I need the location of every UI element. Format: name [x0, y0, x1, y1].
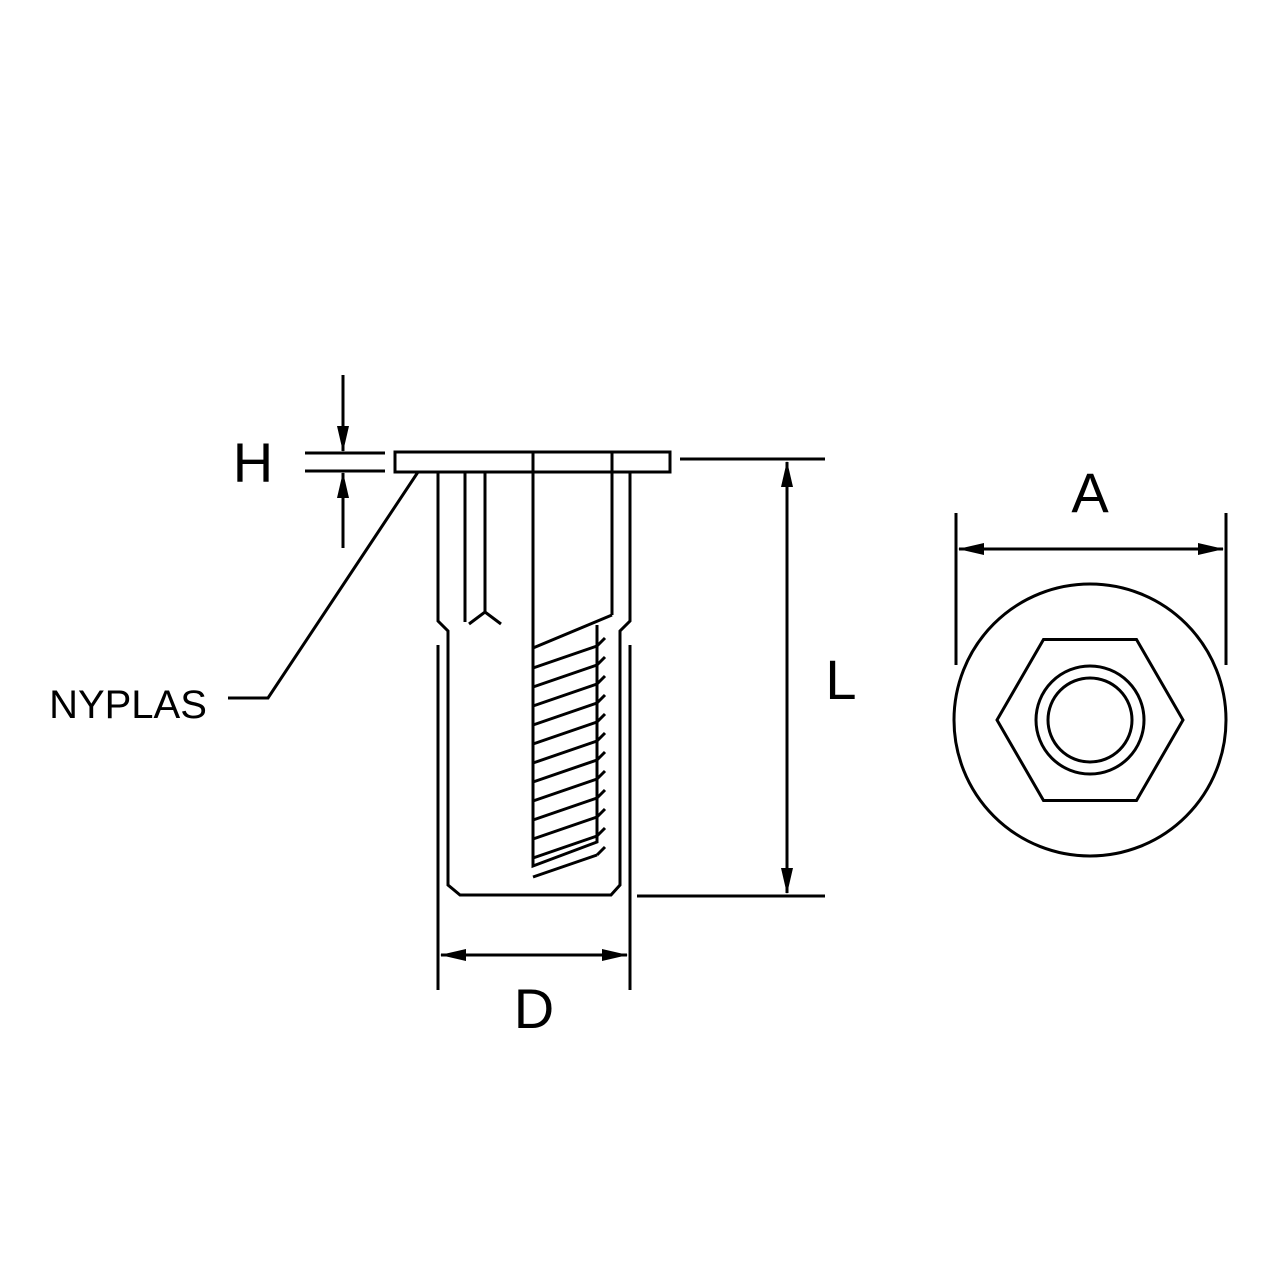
bore-outer-circle: [1034, 664, 1146, 776]
thread-line: [532, 758, 598, 784]
thread-crest: [595, 693, 607, 705]
drill-point: [468, 610, 502, 626]
thread-crest: [595, 769, 607, 781]
thread-crest: [595, 845, 607, 857]
bore-top: [531, 452, 614, 472]
dimension-l: L: [637, 457, 857, 898]
thread-crest: [595, 807, 607, 819]
bore-inner-circle: [1046, 676, 1134, 764]
label-h: H: [233, 431, 273, 494]
thread-lines: [532, 636, 607, 879]
thread-line: [532, 815, 598, 841]
material-leader-line: [228, 471, 420, 700]
material-callout: NYPLAS: [49, 471, 420, 727]
label-material: NYPLAS: [49, 683, 207, 727]
side-view: [393, 450, 672, 990]
dimension-d: D: [440, 949, 628, 1040]
thread-crest: [595, 674, 607, 686]
flange-circle: [952, 582, 1228, 858]
thread-crest: [595, 750, 607, 762]
hex-outline: [995, 638, 1185, 802]
dimension-a: A: [954, 461, 1228, 665]
thread-crest: [595, 826, 607, 838]
thread-line: [532, 663, 598, 689]
thread-crest: [595, 731, 607, 743]
thread-line: [532, 644, 598, 670]
thread-start: [532, 613, 613, 650]
thread-crest: [595, 712, 607, 724]
body-outline: [436, 472, 632, 897]
thread-crest: [595, 636, 607, 648]
dimension-h: H: [233, 375, 385, 548]
label-d: D: [514, 977, 554, 1040]
thread-line: [532, 701, 598, 727]
label-l: L: [825, 648, 856, 711]
thread-line: [532, 853, 598, 879]
thread-line: [532, 720, 598, 746]
end-view: [952, 582, 1228, 858]
label-a: A: [1071, 461, 1109, 524]
thread-crest: [595, 788, 607, 800]
thread-crest: [595, 655, 607, 667]
thread-line: [532, 777, 598, 803]
thread-line: [532, 834, 598, 860]
threaded-bore: [531, 452, 599, 869]
thread-line: [532, 739, 598, 765]
thread-line: [532, 682, 598, 708]
thread-line: [532, 796, 598, 822]
